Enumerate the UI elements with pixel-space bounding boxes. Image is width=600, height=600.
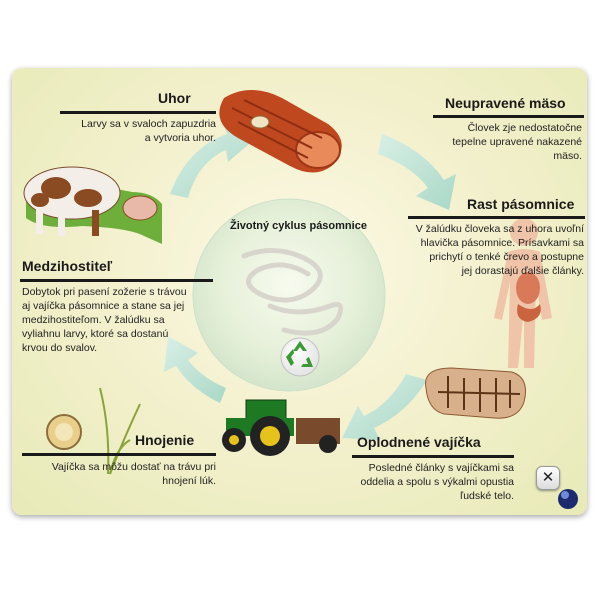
stage-uhor-text: Larvy sa v svaloch zapuzdria a vytvoria … <box>40 117 216 145</box>
diagram-graphics <box>23 90 578 509</box>
stage-rast-line: V žalúdku človeka sa z uhora uvoľní <box>415 223 584 235</box>
stage-hnojenie-line: Vajíčka sa môžu dostať na trávu pri <box>51 461 216 473</box>
stage-medzihostitel-line: aj vajíčka pásomnice a stane sa jej <box>22 300 185 312</box>
stage-hnojenie-line: hnojení lúk. <box>162 475 216 487</box>
stage-medzihostitel-line: krvou do svalov. <box>22 342 98 354</box>
stage-hnojenie-text: Vajíčka sa môžu dostať na trávu pri hnoj… <box>24 460 216 488</box>
stage-neupravene-line: Človek zje nedostatočne <box>467 122 582 134</box>
stage-hnojenie-title: Hnojenie <box>135 432 195 448</box>
stage-oplodnene-rule <box>352 455 514 458</box>
arrow-hnojenie-to-medzihostitel <box>164 336 226 403</box>
close-button[interactable]: ✕ <box>536 466 560 490</box>
center-title: Životný cyklus pásomnice <box>230 220 367 232</box>
recycle-button[interactable] <box>280 337 320 377</box>
stage-oplodnene-text: Posledné články s vajíčkami sa oddelia a… <box>338 461 514 503</box>
stage-neupravene-text: Človek zje nedostatočne tepelne upravené… <box>424 121 582 163</box>
stage-neupravene-rule <box>433 115 584 118</box>
arrow-neupravene-to-rast <box>378 134 456 210</box>
recycle-icon <box>286 341 313 367</box>
stage-medzihostitel-rule <box>20 279 213 282</box>
cow-icon <box>23 166 162 244</box>
meat-icon <box>219 90 342 173</box>
stage-rast-title: Rast pásomnice <box>467 196 575 212</box>
stage-rast-line: prichytí o tenké črevo a postupne <box>429 251 584 263</box>
stage-medzihostitel-line: Dobytok pri pasení zožerie s trávou <box>22 286 187 298</box>
stage-oplodnene-line: ľudské telo. <box>460 490 514 502</box>
stage-oplodnene-title: Oplodnené vajíčka <box>357 434 481 450</box>
grass-icon <box>99 387 141 475</box>
stage-rast-line: jej dorastajú ďalšie články. <box>461 265 584 277</box>
stage-oplodnene-line: oddelia a spolu s výkalmi opustia <box>360 476 514 488</box>
stage-medzihostitel-line: vyliahnu larvy, ktoré sa dostanú <box>22 328 169 340</box>
egg-larva-icon <box>46 414 82 450</box>
stage-rast-text: V žalúdku človeka sa z uhora uvoľní hlav… <box>398 222 584 278</box>
tractor-icon <box>222 399 340 456</box>
stage-neupravene-line: mäso. <box>553 150 582 162</box>
close-icon: ✕ <box>541 469 555 486</box>
center-disc <box>192 198 386 392</box>
stage-medzihostitel-title: Medzihostiteľ <box>22 258 113 274</box>
stage-medzihostitel-line: medzihostiteľom. V žalúdku sa <box>22 314 165 326</box>
stage-uhor-line: Larvy sa v svaloch zapuzdria <box>81 118 216 130</box>
arrow-rast-to-oplodnene <box>342 374 427 440</box>
stage-neupravene-title: Neupravené mäso <box>445 95 566 111</box>
stage-rast-line: hlavička pásomnice. Prísavkami sa <box>420 237 584 249</box>
stage-uhor-line: a vytvoria uhor. <box>144 132 216 144</box>
stage-uhor-rule <box>60 111 216 114</box>
stage-uhor-title: Uhor <box>158 90 191 106</box>
stage-rast-rule <box>408 216 585 219</box>
diagram-panel <box>12 68 587 515</box>
tapeworm-icon <box>241 248 344 336</box>
globe-icon <box>558 489 578 509</box>
stage-oplodnene-line: Posledné články s vajíčkami sa <box>368 462 514 474</box>
human-body-icon <box>494 218 552 368</box>
arrow-medzihostitel-to-uhor <box>170 122 256 198</box>
eggs-icon <box>425 367 526 419</box>
stage-medzihostitel-text: Dobytok pri pasení zožerie s trávou aj v… <box>22 285 218 355</box>
stage-neupravene-line: tepelne upravené nakazené <box>452 136 582 148</box>
stage-hnojenie-rule <box>22 453 216 456</box>
